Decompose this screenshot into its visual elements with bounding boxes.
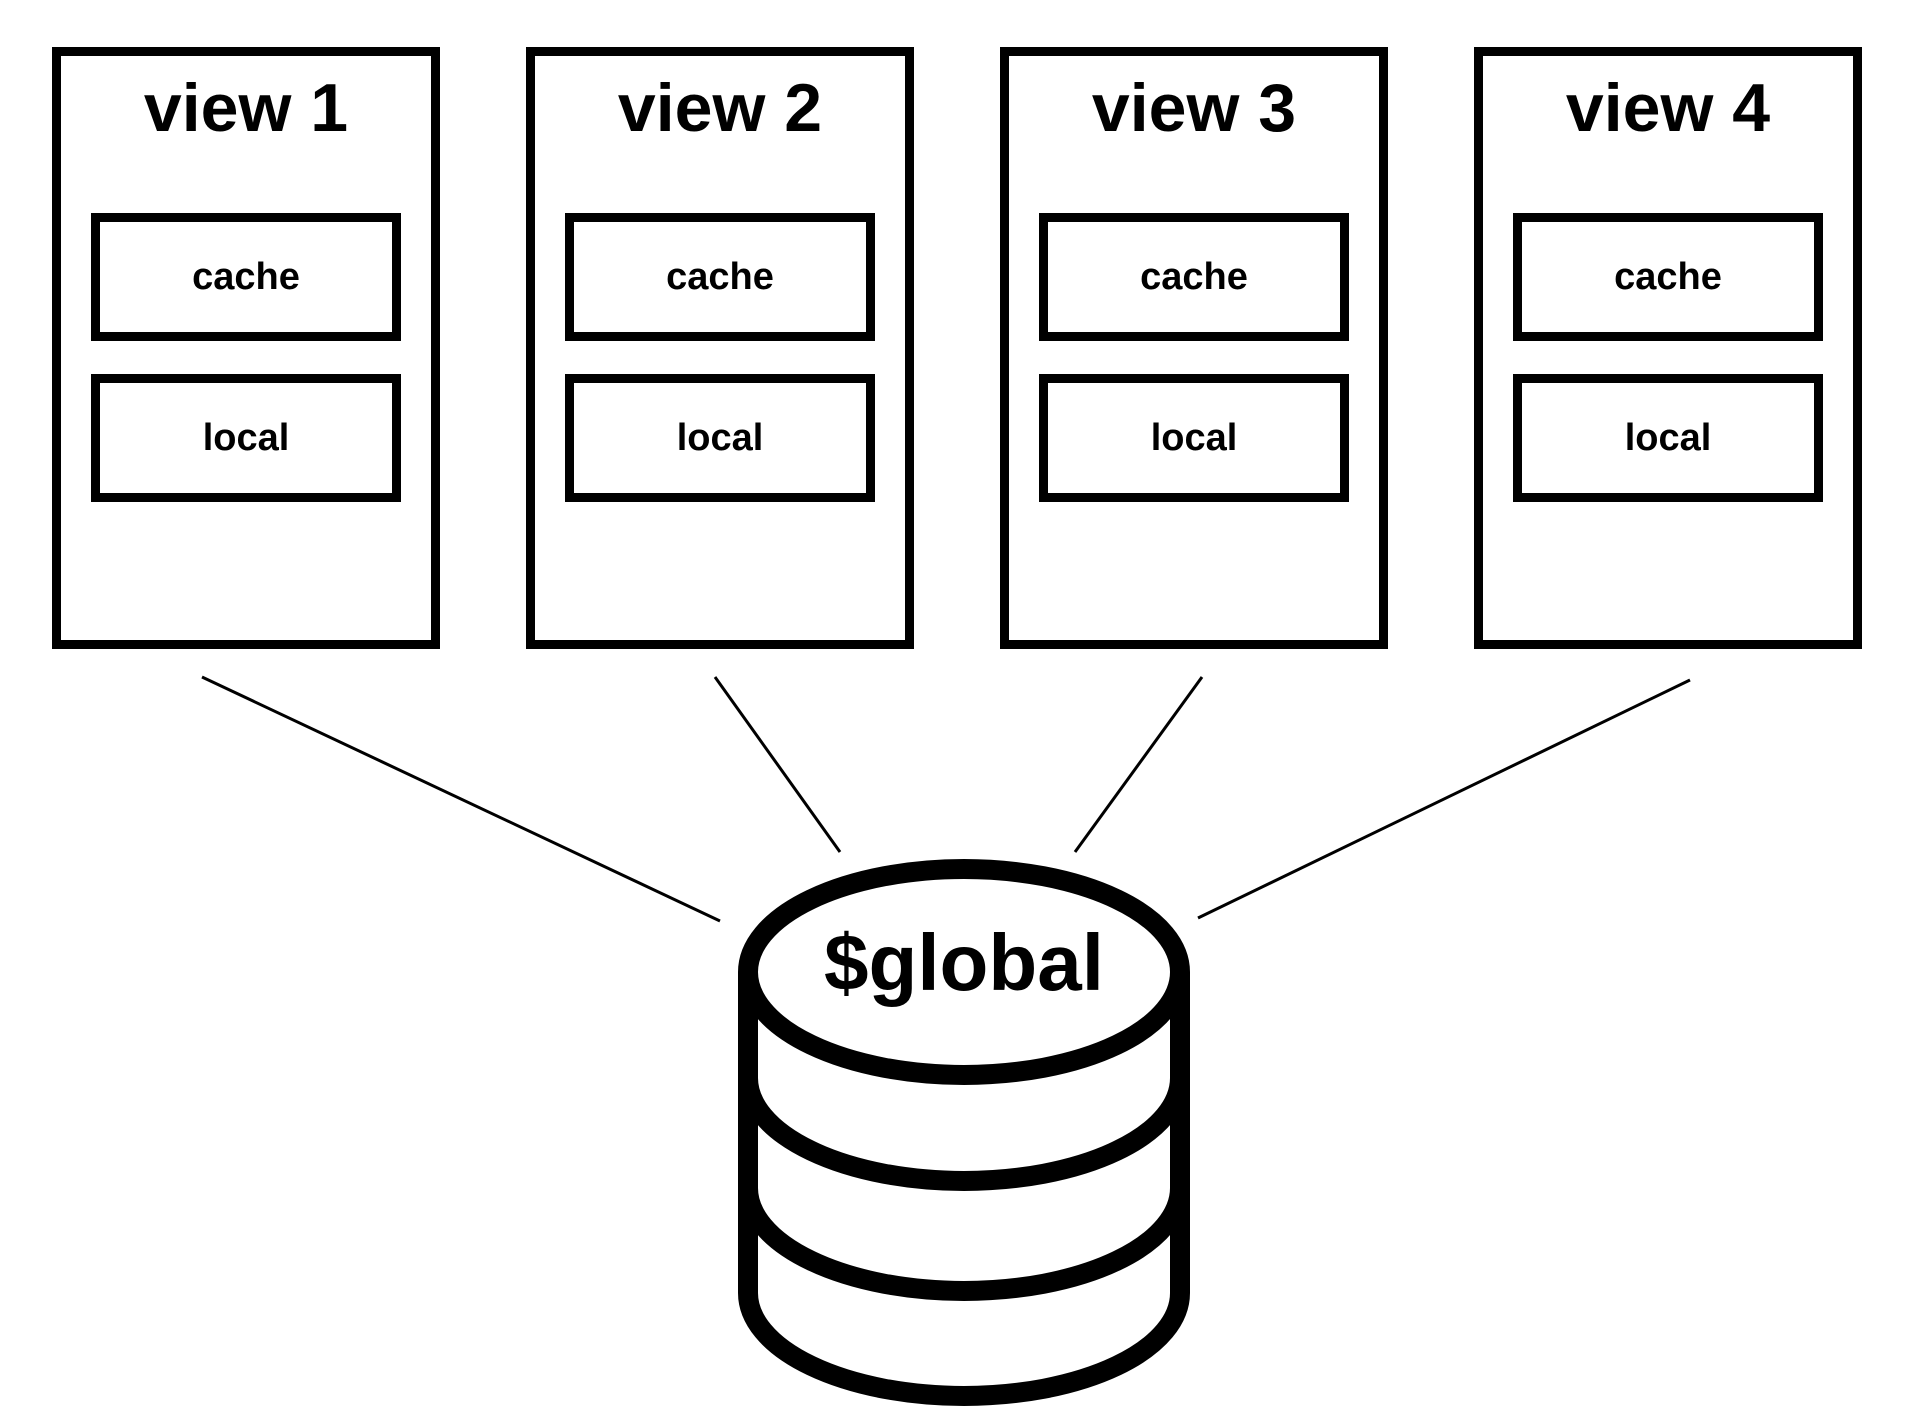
database-label: $global [823,918,1105,1007]
database-top [738,859,1190,1085]
view-box-2: view 2 cache local [526,47,914,649]
cache-box: cache [565,213,875,341]
view-title: view 1 [143,70,349,146]
local-box: local [91,374,401,502]
cache-box: cache [91,213,401,341]
view-title: view 4 [1565,70,1771,146]
view-title: view 2 [617,70,823,146]
local-box: local [1039,374,1349,502]
database-cylinder-icon [738,859,1190,1406]
view-box-4: view 4 cache local [1474,47,1862,649]
connector-line-view-4 [1197,678,1691,920]
cache-box: cache [1039,213,1349,341]
database-ring-1 [738,1077,1190,1191]
view-title: view 3 [1091,70,1297,146]
local-box: local [1513,374,1823,502]
local-box: local [565,374,875,502]
connector-line-view-1 [201,675,721,923]
connector-line-view-3 [1073,676,1204,853]
database-body [738,972,1190,1406]
database-ring-2 [738,1187,1190,1301]
view-box-3: view 3 cache local [1000,47,1388,649]
view-box-1: view 1 cache local [52,47,440,649]
connector-line-view-2 [713,676,842,853]
cache-box: cache [1513,213,1823,341]
